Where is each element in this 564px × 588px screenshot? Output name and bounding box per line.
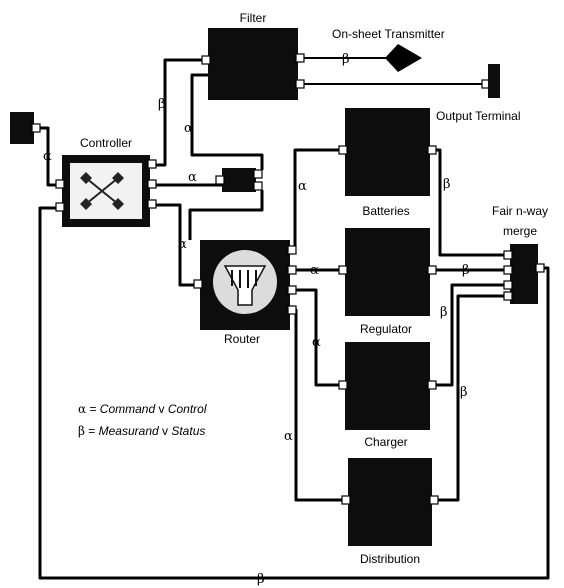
distribution-merge-wire [432,296,508,500]
junction-block [216,168,262,192]
batteries-block [339,108,436,196]
legend-alpha-symbol: α [78,402,86,416]
alpha-label-regulator: α [310,263,319,278]
controller-icon [70,163,142,219]
beta-label-filter-in: β [158,97,166,112]
merge-label-line1: Fair n-way [492,204,548,218]
beta-label-charger: β [440,305,448,320]
charger-merge-wire [430,285,508,385]
legend-alpha: α = Command v Control [78,398,207,420]
distribution-block [342,458,438,546]
legend-beta-or: v [159,424,172,438]
controller-label: Controller [80,136,132,150]
controller-router-wire [150,205,200,285]
output-terminal-label: Output Terminal [436,109,521,123]
legend-beta-eq: = [85,424,99,438]
alpha-label-batteries: α [298,179,307,194]
legend-beta-symbol: β [78,424,85,438]
alpha-label-filter-loop: α [184,121,193,136]
beta-label-regulator: β [462,263,470,278]
regulator-block [339,228,436,316]
legend-beta-b: Status [171,424,205,438]
alpha-label-charger: α [312,335,321,350]
beta-label-feedback: β [257,572,265,587]
alpha-label-distribution: α [284,429,293,444]
output-terminal [482,64,500,98]
merge-block [504,244,544,304]
filter-label: Filter [240,11,267,25]
merge-label-line2: merge [503,224,537,238]
distribution-label: Distribution [360,552,420,566]
filter-block [202,28,304,100]
batteries-merge-wire [430,150,508,255]
alpha-label-source: α [43,149,52,164]
legend-alpha-eq: = [86,402,100,416]
router-batteries-wire [290,150,340,250]
router-block [194,240,296,330]
legend-beta-a: Measurand [99,424,159,438]
charger-label: Charger [364,435,407,449]
legend: α = Command v Control β = Measurand v St… [78,398,207,442]
transmitter-arrow [385,44,422,72]
regulator-label: Regulator [360,322,412,336]
legend-beta: β = Measurand v Status [78,420,207,442]
controller-block [56,155,156,227]
charger-block [339,342,436,430]
beta-label-batteries: β [443,177,451,192]
transmitter-label: On-sheet Transmitter [332,27,445,41]
junction-router-wire [190,190,262,240]
alpha-label-router-in: α [178,237,187,252]
legend-alpha-b: Control [168,402,207,416]
beta-label-transmitter: β [342,52,350,67]
beta-label-distribution: β [460,385,468,400]
feedback-loop-wire [40,208,548,578]
batteries-label: Batteries [362,204,409,218]
legend-alpha-a: Command [100,402,155,416]
alpha-label-junction: α [188,170,197,185]
source-terminal [10,112,40,144]
router-label: Router [224,332,260,346]
legend-alpha-or: v [155,402,168,416]
